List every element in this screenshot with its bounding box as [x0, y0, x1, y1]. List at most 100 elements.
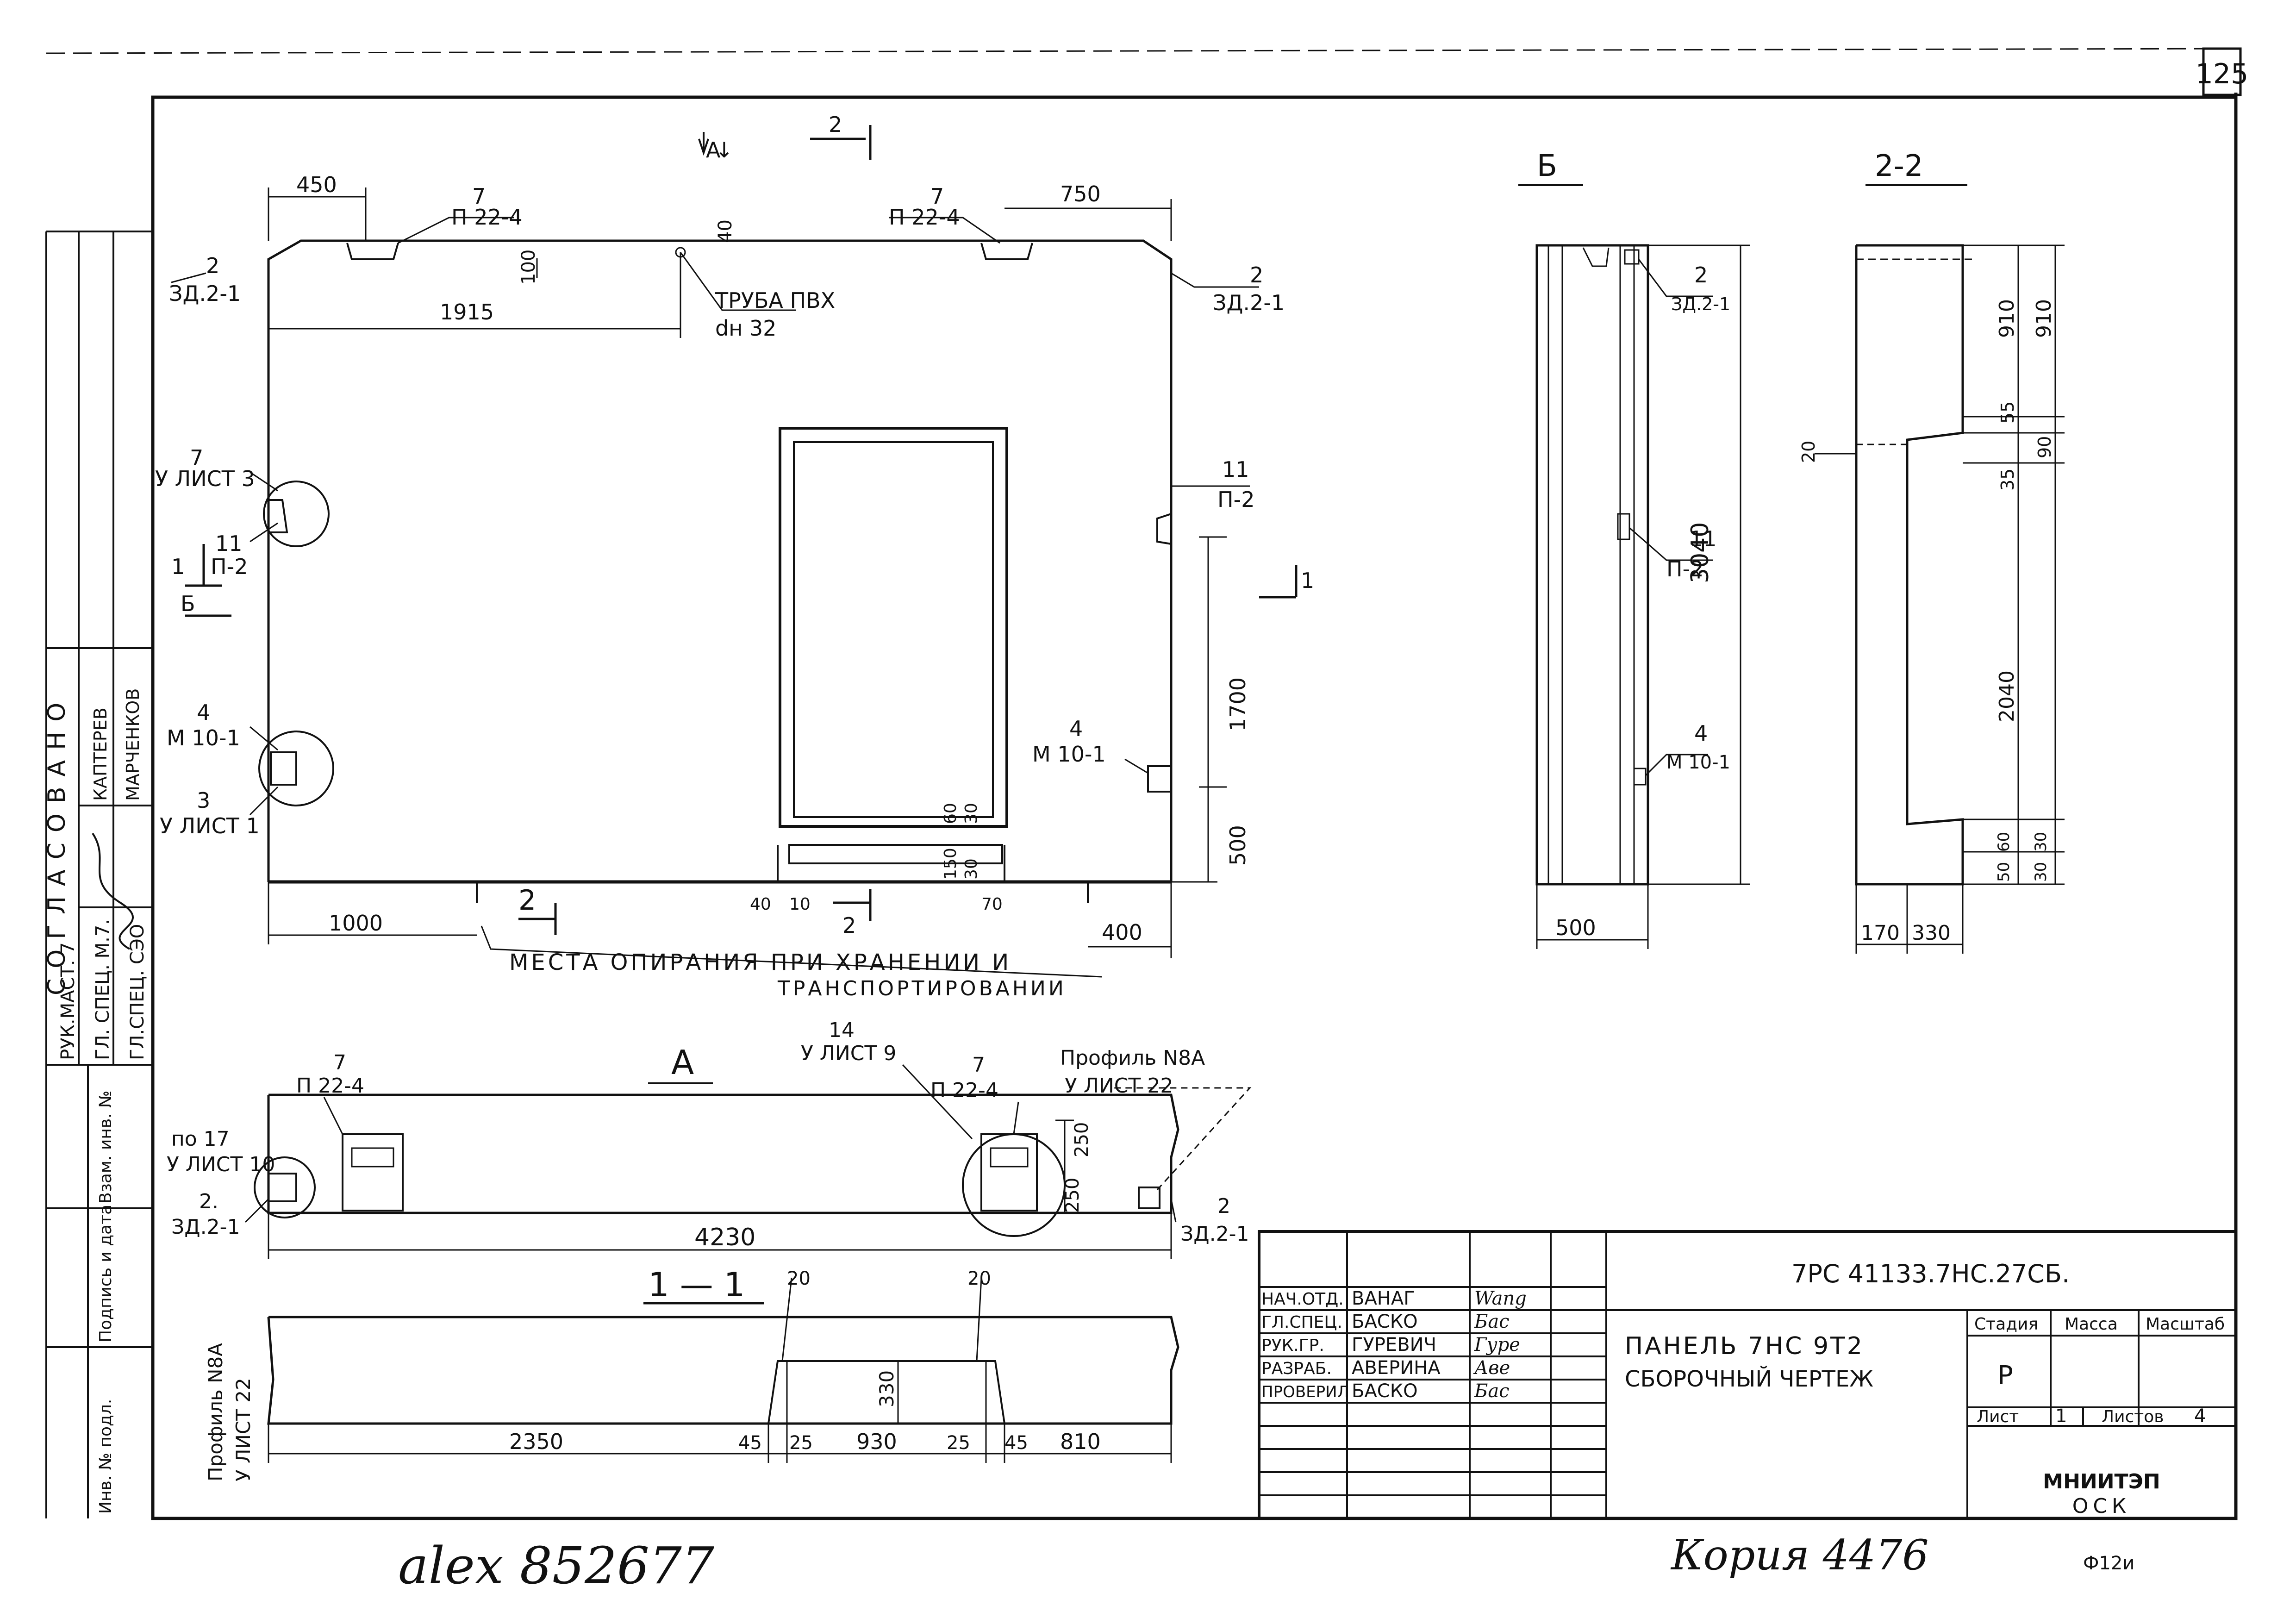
role-2: ГЛ. СПЕЦ. М.7. [92, 919, 113, 1060]
m10-left-ref: М 10-1 [167, 725, 240, 750]
name-basko-1: БАСКО [1352, 1311, 1418, 1332]
view-a-p22-left-ref: П 22-4 [296, 1074, 364, 1098]
left-strip [45, 231, 153, 1518]
dim-40-top: 40 [715, 219, 736, 243]
stage-value: Р [1997, 1361, 2013, 1391]
view-a-list10-num: по 17 [171, 1127, 230, 1151]
view-a-title: А [671, 1043, 694, 1082]
s22-outer-30a: 30 [2032, 832, 2050, 852]
p2-left-ref: П-2 [211, 554, 248, 579]
s22-outer-90: 90 [2034, 436, 2055, 458]
name-1: КАПТЕРЕВ [90, 707, 111, 801]
p2-right-num: 11 [1222, 457, 1249, 482]
role-1: РУК.МАСТ. 7 [57, 942, 79, 1060]
assembly-drawing: СБОРОЧНЫЙ ЧЕРТЕЖ [1625, 1366, 1873, 1392]
section-2-bottom-b: 2 [842, 913, 856, 938]
dim-100: 100 [518, 250, 539, 285]
zd-right-num: 2 [1250, 262, 1263, 287]
zd-left-ref: ЗД.2-1 [169, 281, 241, 306]
section-2-2-labels: 2-2 910 55 35 2040 50 60 910 90 30 30 20… [1798, 149, 2056, 945]
p22-right-num: 7 [930, 184, 944, 209]
s11-dim-810: 810 [1060, 1429, 1101, 1454]
dim-750: 750 [1060, 181, 1101, 206]
field-sign-date: Подпись и дата [96, 1205, 115, 1343]
role-razrab: РАЗРАБ. [1261, 1359, 1332, 1378]
title-block-grid [1258, 1230, 2237, 1520]
support-note-line1: МЕСТА ОПИРАНИЯ ПРИ ХРАНЕНИИ И [509, 949, 1011, 975]
s11-top-20a: 20 [787, 1268, 811, 1289]
s11-dim-45b: 45 [1004, 1432, 1028, 1454]
view-b-m10-num: 4 [1694, 721, 1708, 746]
view-b-zd-ref: ЗД.2-1 [1671, 294, 1730, 314]
section-1-1-drawing [267, 1277, 1179, 1463]
s22-inner-55: 55 [1997, 401, 2018, 424]
section-2-bottom-a: 2 [518, 884, 536, 917]
dim-400: 400 [1102, 920, 1142, 945]
field-replace: Взам. инв. № [96, 1091, 115, 1204]
s11-dim-25b: 25 [947, 1432, 970, 1454]
view-a-labels: А 7 П 22-4 14 У ЛИСТ 9 7 П 22-4 Профиль … [167, 1018, 1249, 1251]
signature-1: Wang [1474, 1288, 1527, 1309]
role-proveril: ПРОВЕРИЛ [1261, 1383, 1349, 1401]
scale-label: Масштаб [2146, 1315, 2225, 1334]
s11-profile-line1: Профиль N8А [204, 1343, 227, 1481]
s11-height-330: 330 [875, 1370, 898, 1407]
view-a-list10-ref: У ЛИСТ 10 [167, 1153, 275, 1176]
pipe-arrow [698, 132, 709, 156]
dim-1000: 1000 [329, 911, 383, 936]
view-a-dim-250a: 250 [1071, 1122, 1092, 1157]
zd-right-ref: ЗД.2-1 [1213, 290, 1285, 315]
title-block-labels: 7РС 41133.7НС.27СБ. НАЧ.ОТД. ГЛ.СПЕЦ. РУ… [1261, 1259, 2225, 1518]
view-a-zd-right-ref: ЗД.2-1 [1180, 1222, 1249, 1246]
dim-30: 30 [962, 803, 981, 824]
role-ruk-gr: РУК.ГР. [1261, 1336, 1324, 1355]
panel-title: ПАНЕЛЬ 7НС 9Т2 [1625, 1332, 1864, 1360]
front-view-dimension-lines [171, 187, 1259, 978]
form-code: Ф12и [2083, 1553, 2134, 1574]
stage-label: Стадия [1974, 1315, 2038, 1334]
signature-4: Аве [1473, 1357, 1510, 1379]
view-b-p2-num: 11 [1690, 526, 1717, 551]
doc-code: 7РС 41133.7НС.27СБ. [1791, 1259, 2070, 1288]
s22-inner-35: 35 [1997, 468, 2018, 491]
view-b-title: Б [1537, 149, 1557, 183]
view-a-dim-250b: 250 [1062, 1178, 1083, 1213]
section-1-1-title: 1 — 1 [648, 1265, 745, 1304]
view-a-p22-right-num: 7 [972, 1053, 985, 1077]
list1-num: 3 [197, 788, 210, 813]
view-a-profile-ref: У ЛИСТ 22 [1065, 1074, 1173, 1098]
support-note-line2: ТРАНСПОРТИРОВАНИИ [777, 977, 1067, 1000]
m10-right-num: 4 [1069, 716, 1083, 741]
list3-ref: У ЛИСТ 3 [155, 466, 255, 491]
m10-right-ref: М 10-1 [1032, 742, 1106, 767]
s22-inner-2040: 2040 [1995, 670, 2019, 722]
dim-150: 150 [941, 848, 960, 880]
name-basko-2: БАСКО [1352, 1380, 1418, 1402]
s22-inner-50: 50 [1995, 862, 2013, 882]
role-nach-otd: НАЧ.ОТД. [1261, 1290, 1344, 1309]
s22-outer-30b: 30 [2032, 862, 2050, 882]
dim-1915: 1915 [440, 300, 494, 325]
role-3: ГЛ.СПЕЦ. СЭО [127, 924, 148, 1060]
s11-profile-line2: У ЛИСТ 22 [232, 1378, 255, 1481]
org-name: МНИИТЭП [2043, 1470, 2160, 1493]
handwritten-note-left: alex 852677 [398, 1536, 714, 1595]
view-b-m10-ref: М 10-1 [1666, 752, 1730, 773]
sheets-label: Листов [2102, 1407, 2164, 1426]
pipe-size: dн 32 [715, 316, 776, 341]
approval-signature [92, 832, 134, 950]
view-b-drawing [1518, 184, 1750, 949]
s11-dim-2350: 2350 [509, 1429, 563, 1454]
handwritten-note-right: Кория 4476 [1670, 1531, 1929, 1580]
marker-a-arrow: ↓ [715, 137, 733, 162]
p22-left-num: 7 [472, 184, 486, 209]
org-dept: ОСК [2072, 1494, 2131, 1518]
s22-inner-60: 60 [1995, 832, 2013, 852]
signature-3: Гуре [1474, 1334, 1520, 1355]
dim-450: 450 [296, 172, 337, 197]
list1-ref: У ЛИСТ 1 [160, 813, 260, 838]
view-a-zd-left-ref: ЗД.2-1 [171, 1215, 240, 1239]
section-2-top-mark [810, 125, 872, 160]
